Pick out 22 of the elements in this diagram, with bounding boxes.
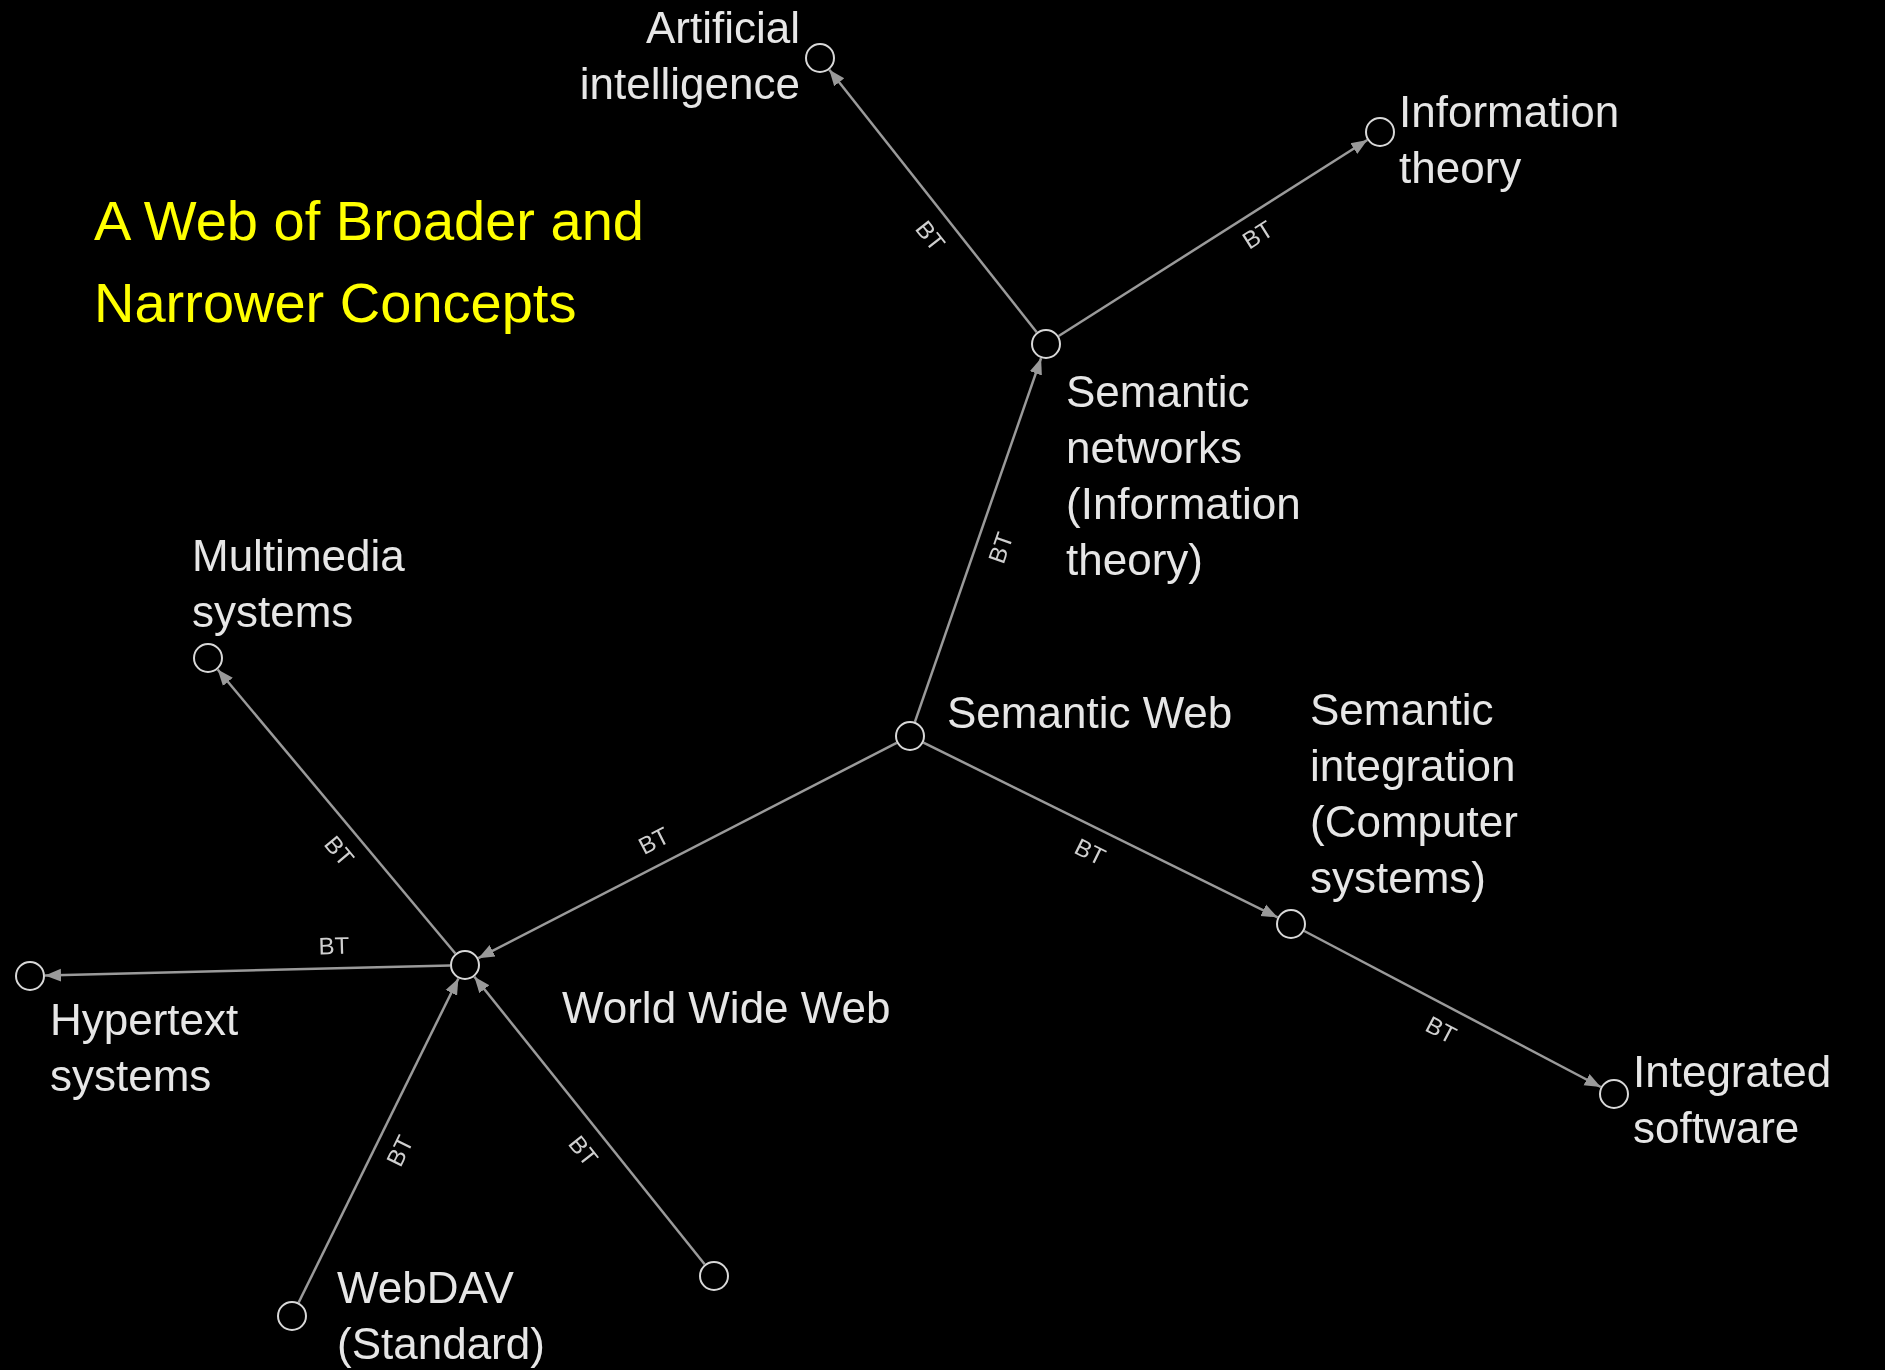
concept-label: Multimedia systems xyxy=(192,530,405,638)
arrow xyxy=(297,977,460,1304)
arrow xyxy=(828,69,1038,333)
concept-label: Information theory xyxy=(1399,86,1620,194)
concept-label: Semantic integration (Computer systems) xyxy=(1310,684,1518,904)
concept-label: WebDAV (Standard) xyxy=(337,1262,545,1370)
concept-label: World Wide Web xyxy=(562,982,891,1034)
concept-label: Semantic networks (Information theory) xyxy=(1066,366,1301,586)
arrow xyxy=(913,357,1043,723)
arrow xyxy=(44,964,451,982)
arrow xyxy=(1058,139,1368,337)
arrow xyxy=(1303,929,1602,1089)
arrow xyxy=(216,668,457,955)
concept-label: Artificial intelligence xyxy=(579,2,800,110)
node-circle xyxy=(699,1261,729,1291)
concept-label: Hypertext systems xyxy=(50,994,239,1102)
concept-label: Integrated software xyxy=(1633,1046,1832,1154)
arrow xyxy=(477,741,898,960)
concept-label: Semantic Web xyxy=(947,687,1233,739)
arrow xyxy=(922,741,1279,919)
diagram-title: A Web of Broader and Narrower Concepts xyxy=(94,188,645,336)
arrow xyxy=(473,975,706,1266)
